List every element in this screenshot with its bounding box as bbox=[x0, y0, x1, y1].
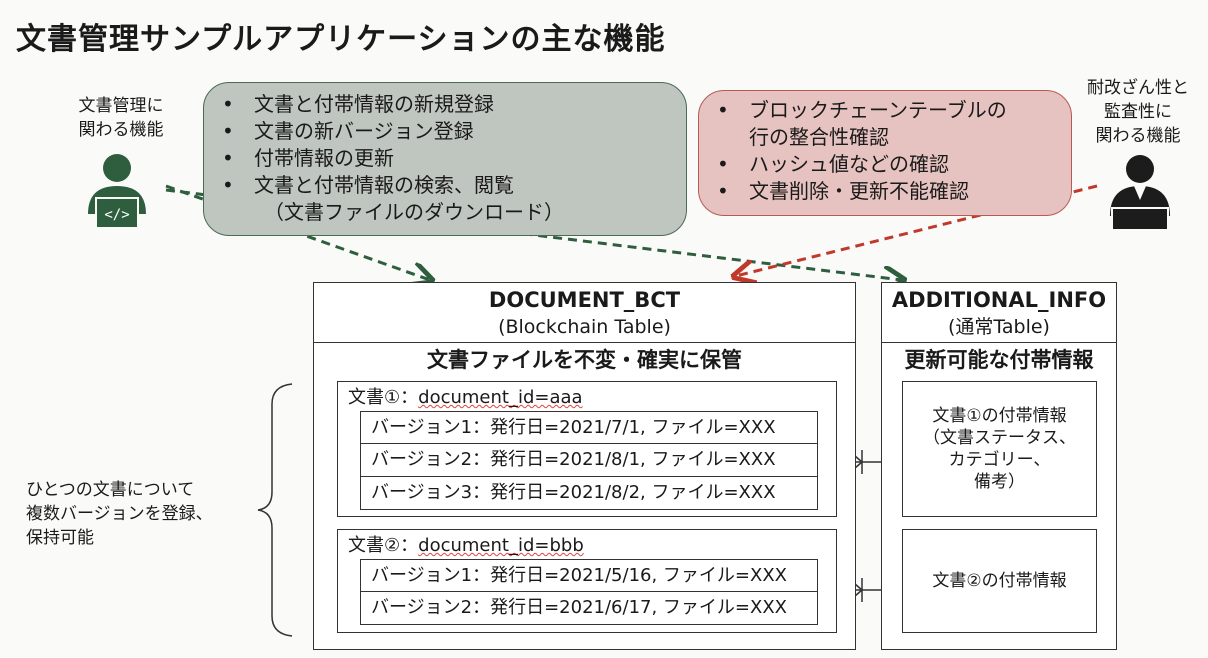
version-row: バージョン3：発行日=2021/8/2, ファイル=XXX bbox=[360, 477, 818, 510]
document-2-record: 文書②：document_id=bbb バージョン1：発行日=2021/5/16… bbox=[337, 529, 837, 633]
table-subtitle: (Blockchain Table) bbox=[498, 316, 671, 338]
version-row: バージョン1：発行日=2021/7/1, ファイル=XXX bbox=[360, 411, 818, 444]
document-2-label: 文書②：document_id=bbb bbox=[348, 535, 584, 556]
table-subtitle: (通常Table) bbox=[948, 316, 1050, 338]
document-1-label: 文書①：document_id=aaa bbox=[348, 387, 583, 408]
curly-brace bbox=[257, 383, 293, 637]
document-management-functions: 文書と付帯情報の新規登録 文書の新バージョン登録 付帯情報の更新 文書と付帯情報… bbox=[203, 82, 687, 236]
document-1-versions: バージョン1：発行日=2021/7/1, ファイル=XXX バージョン2：発行日… bbox=[360, 411, 818, 510]
document-1-additional-info: 文書①の付帯情報 （文書ステータス、 カテゴリー、 備考） bbox=[902, 381, 1097, 517]
document-2-versions: バージョン1：発行日=2021/5/16, ファイル=XXX バージョン2：発行… bbox=[360, 559, 818, 625]
function-item-note: （文書ファイルのダウンロード） bbox=[264, 200, 564, 224]
svg-text:</>: </> bbox=[104, 207, 129, 223]
table-section-title: 文書ファイルを不変・確実に保管 bbox=[427, 348, 742, 372]
audit-item: ハッシュ値などの確認 bbox=[699, 151, 1071, 178]
left-actor-label: 文書管理に 関わる機能 bbox=[78, 96, 164, 140]
function-item: 文書の新バージョン登録 bbox=[204, 118, 686, 145]
right-actor-label: 耐改ざん性と 監査性に 関わる機能 bbox=[1087, 78, 1189, 146]
version-row: バージョン2：発行日=2021/6/17, ファイル=XXX bbox=[360, 592, 818, 625]
function-item: 文書と付帯情報の検索、閲覧 bbox=[204, 172, 686, 199]
businessperson-laptop-icon bbox=[1110, 155, 1170, 231]
developer-laptop-icon: </> bbox=[88, 154, 146, 229]
version-row: バージョン2：発行日=2021/8/1, ファイル=XXX bbox=[360, 444, 818, 477]
page-title: 文書管理サンプルアプリケーションの主な機能 bbox=[16, 22, 666, 57]
function-item: 付帯情報の更新 bbox=[204, 145, 686, 172]
brace-annotation: ひとつの文書について 複数バージョンを登録、 保持可能 bbox=[26, 480, 213, 548]
table-section-title: 更新可能な付帯情報 bbox=[904, 348, 1094, 372]
table-header: DOCUMENT_BCT (Blockchain Table) bbox=[314, 283, 855, 343]
table-name: ADDITIONAL_INFO bbox=[891, 288, 1107, 312]
table-header: ADDITIONAL_INFO (通常Table) bbox=[882, 283, 1116, 343]
document-1-record: 文書①：document_id=aaa バージョン1：発行日=2021/7/1,… bbox=[337, 381, 837, 517]
version-row: バージョン1：発行日=2021/5/16, ファイル=XXX bbox=[360, 559, 818, 592]
table-name: DOCUMENT_BCT bbox=[488, 288, 681, 312]
function-item: 文書と付帯情報の新規登録 bbox=[204, 91, 686, 118]
audit-item: 文書削除・更新不能確認 bbox=[699, 178, 1071, 205]
document-2-additional-info: 文書②の付帯情報 bbox=[902, 529, 1097, 633]
